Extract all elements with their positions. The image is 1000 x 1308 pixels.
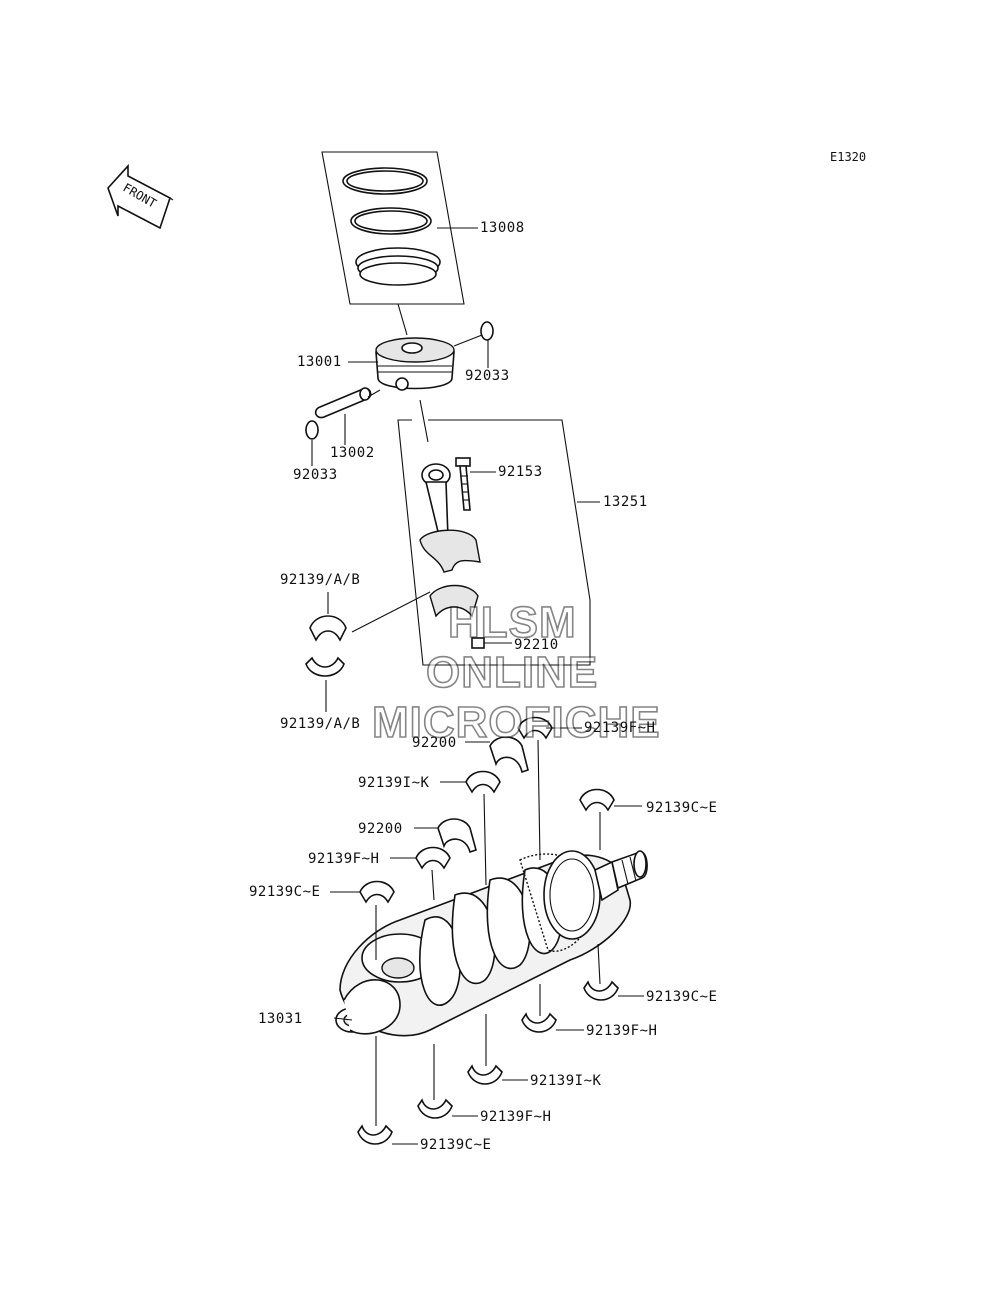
part-label-92200-lower[interactable]: 92200 <box>358 821 403 837</box>
part-label-13031[interactable]: 13031 <box>258 1011 303 1027</box>
part-label-13008[interactable]: 13008 <box>480 220 525 236</box>
part-label-92139f-h-top[interactable]: 92139F~H <box>584 720 656 736</box>
part-label-92033-left[interactable]: 92033 <box>293 467 338 483</box>
piston-pin <box>314 387 372 419</box>
part-label-13001[interactable]: 13001 <box>297 354 342 370</box>
part-label-13251[interactable]: 13251 <box>603 494 648 510</box>
diagram-code: E1320 <box>830 150 867 164</box>
piston-ring-set <box>321 151 465 305</box>
part-label-92139c-e-bottom[interactable]: 92139C~E <box>420 1137 492 1153</box>
main-bearings-upper <box>359 716 615 904</box>
con-rod-bolt <box>455 457 471 511</box>
part-label-92153[interactable]: 92153 <box>498 464 543 480</box>
crankshaft <box>335 850 648 1037</box>
circlip-right <box>480 321 494 341</box>
rod-bearing-lower <box>305 656 345 677</box>
part-label-92139c-e-top-right[interactable]: 92139C~E <box>646 800 718 816</box>
part-label-92139i-k-upper[interactable]: 92139I~K <box>358 775 430 791</box>
part-label-92139f-h-lower-right[interactable]: 92139F~H <box>586 1023 658 1039</box>
part-label-92200-upper[interactable]: 92200 <box>412 735 457 751</box>
part-label-92139c-e-lower-right[interactable]: 92139C~E <box>646 989 718 1005</box>
front-arrow-icon: FRONT <box>107 163 174 230</box>
watermark-line-1: HLSM <box>447 597 577 648</box>
circlip-left <box>305 420 319 440</box>
part-label-92139-a-b-lower[interactable]: 92139/A/B <box>280 716 361 732</box>
part-label-92210[interactable]: 92210 <box>514 637 559 653</box>
part-label-92139f-h-upper-left[interactable]: 92139F~H <box>308 851 380 867</box>
part-label-92033-right[interactable]: 92033 <box>465 368 510 384</box>
con-rod-cap <box>429 584 479 618</box>
part-label-13002[interactable]: 13002 <box>330 445 375 461</box>
part-label-92139i-k-lower[interactable]: 92139I~K <box>530 1073 602 1089</box>
part-label-92139f-h-lower-left[interactable]: 92139F~H <box>480 1109 552 1125</box>
watermark-line-3: MICROFICHE <box>371 697 661 748</box>
piston <box>375 337 455 391</box>
connecting-rod <box>419 463 481 573</box>
watermark-line-2: ONLINE <box>425 647 599 698</box>
part-label-92139-a-b-upper[interactable]: 92139/A/B <box>280 572 361 588</box>
part-label-92139c-e-upper-left[interactable]: 92139C~E <box>249 884 321 900</box>
rod-bearing-upper <box>309 615 347 642</box>
main-bearings-lower <box>357 980 619 1145</box>
